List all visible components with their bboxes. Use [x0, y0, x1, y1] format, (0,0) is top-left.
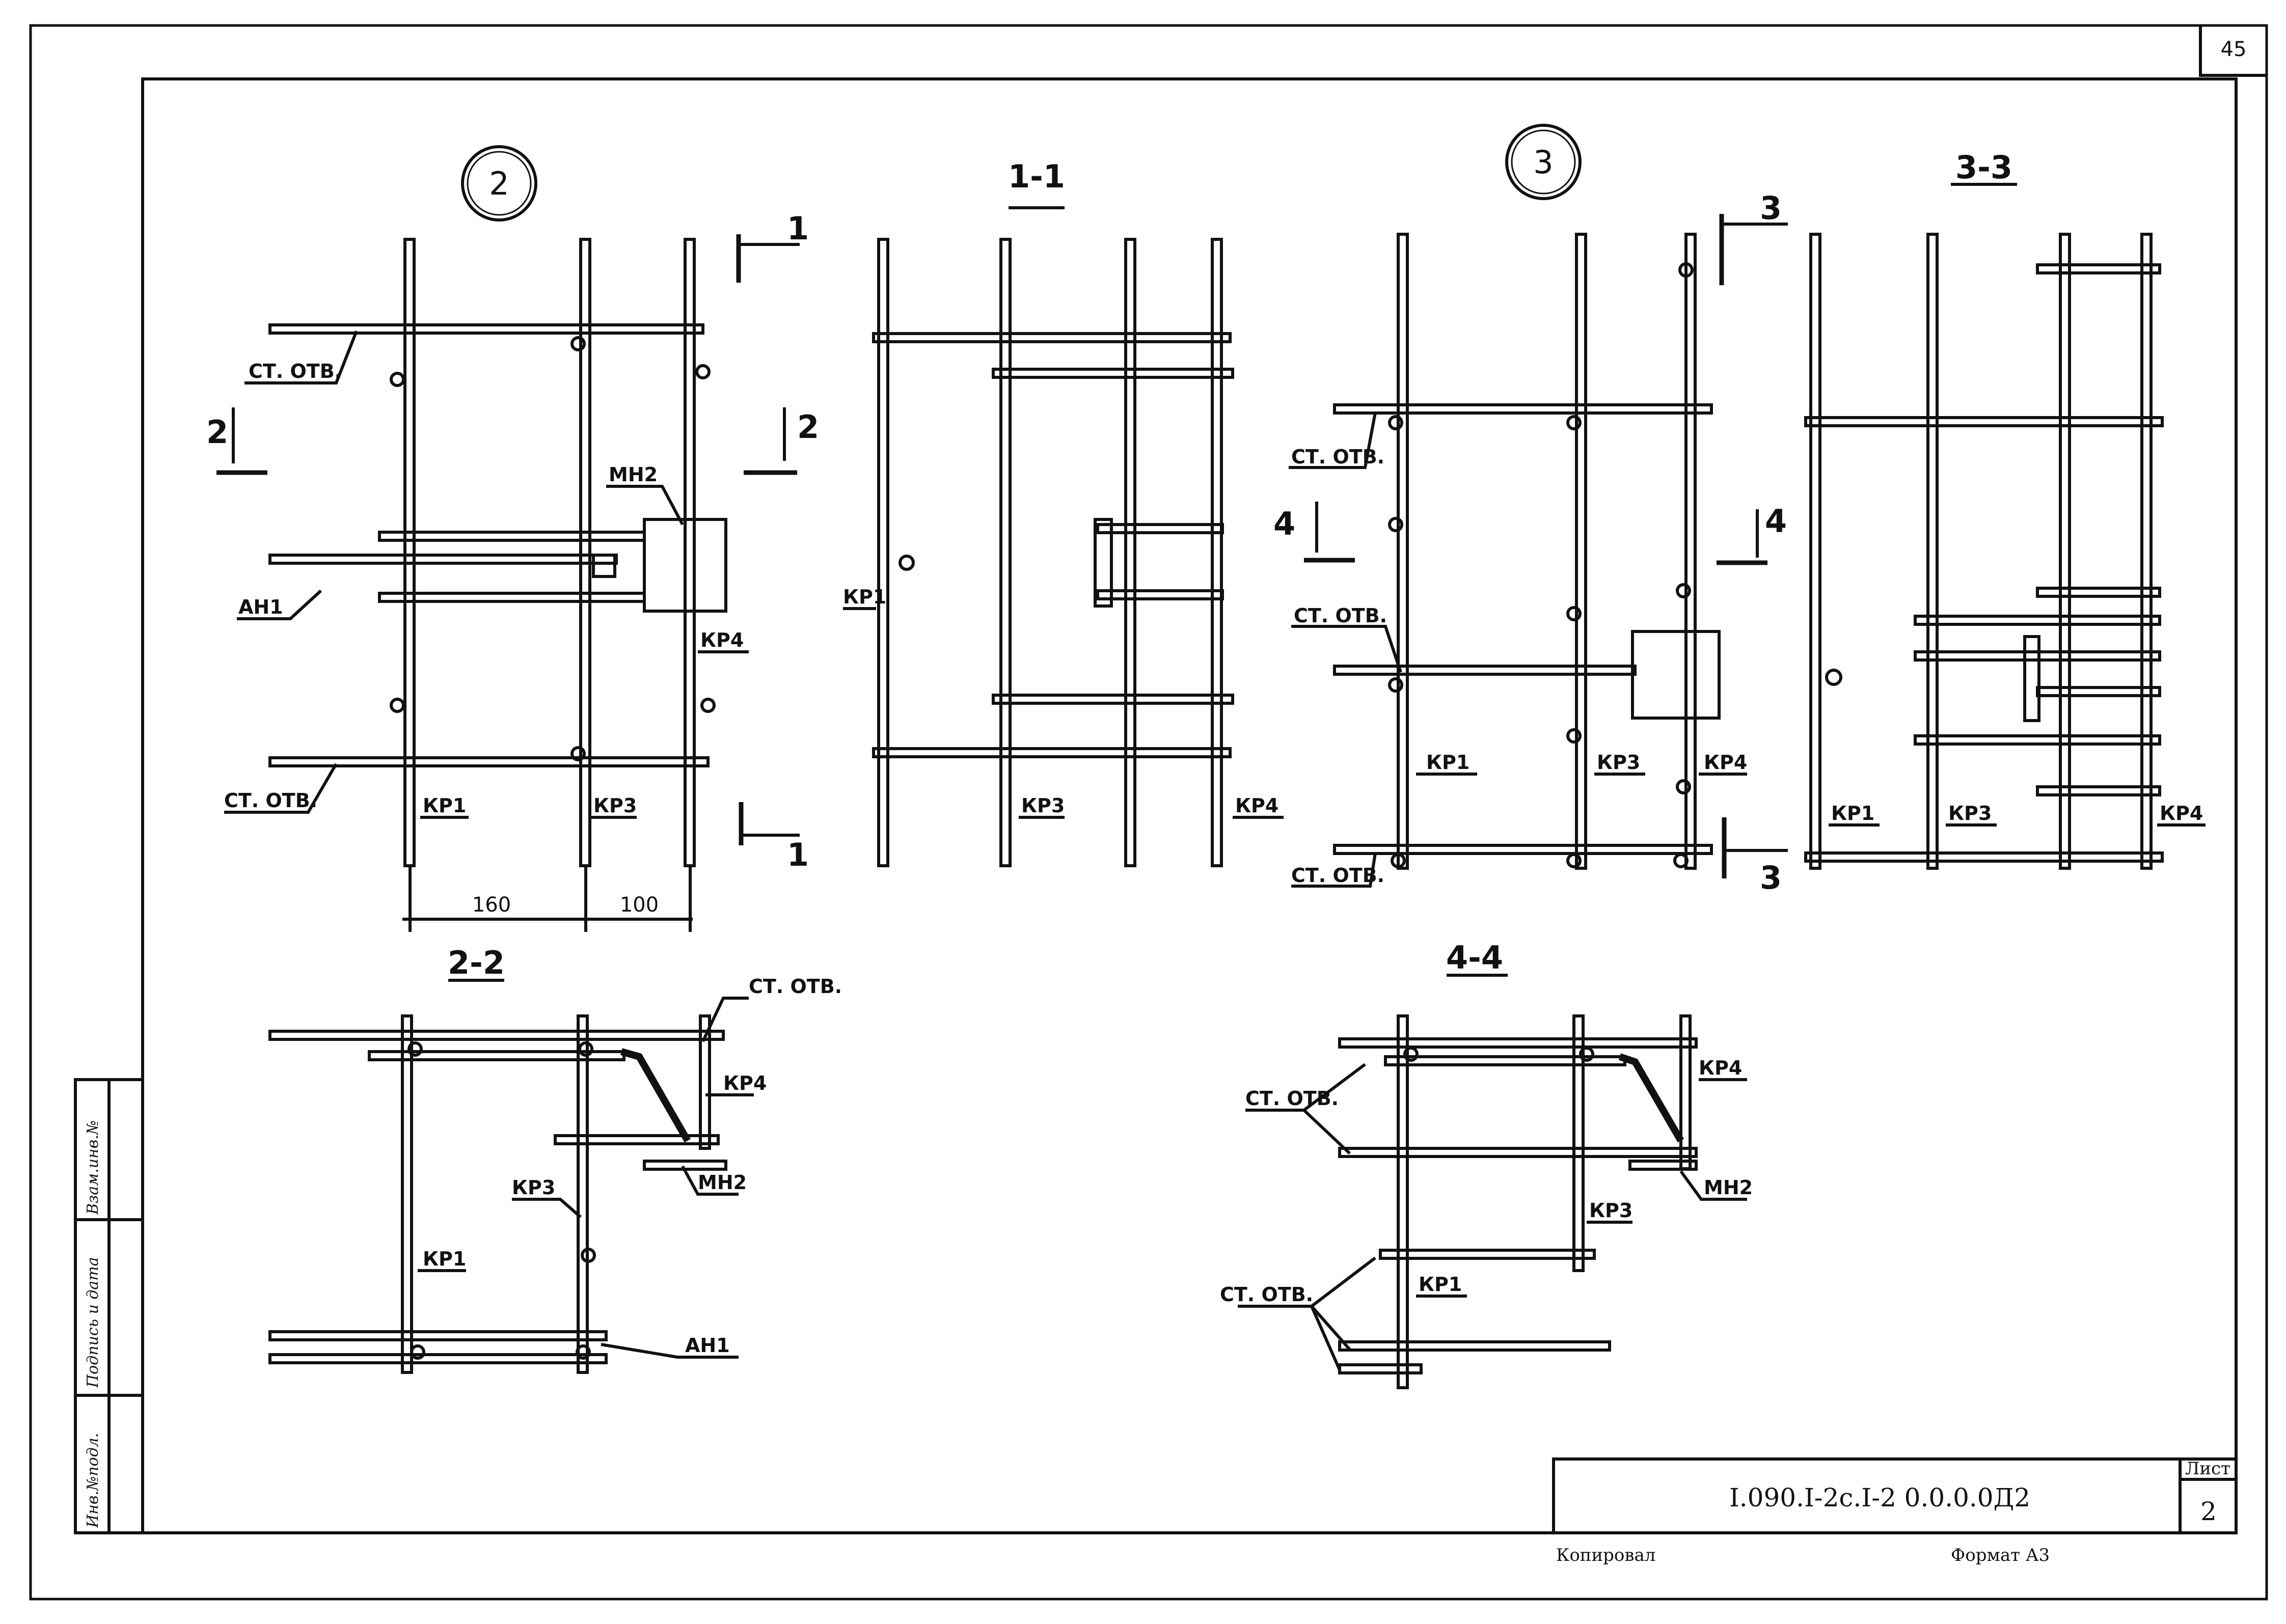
label-kr4-s22: КР4: [723, 1072, 767, 1094]
section-mark-3-top: 3: [1760, 189, 1782, 227]
mn2-plate: [643, 518, 727, 613]
label-mn2-s22: МН2: [698, 1171, 747, 1194]
label-kr1-s11: КР1: [843, 586, 886, 608]
label-kr1-s22: КР1: [423, 1248, 466, 1270]
node-3-plan: [1289, 124, 1788, 888]
format-label: Формат А3: [1951, 1545, 2050, 1565]
label-kr1-s44: КР1: [1419, 1273, 1462, 1296]
label-st-otv-6: СТ. ОТВ.: [749, 975, 842, 998]
page-number-top: 45: [2221, 38, 2247, 61]
label-kr3-s11: КР3: [1021, 794, 1065, 817]
label-kr3-s22: КР3: [512, 1176, 555, 1199]
section-mark-1-top: 1: [787, 210, 809, 247]
section-mark-2-left: 2: [206, 414, 228, 451]
side-stamp-signature: Подпись и дата: [84, 1257, 102, 1388]
label-mn2: МН2: [609, 463, 658, 486]
label-kr4-s44: КР4: [1699, 1057, 1742, 1079]
section-1-1: [843, 206, 1284, 867]
node-mark-3-text: 3: [1533, 144, 1553, 181]
label-mn2-s44: МН2: [1704, 1176, 1753, 1199]
title-block: [1552, 1457, 2238, 1534]
section-3-3: [1804, 183, 2206, 870]
node-mark-2-text: 2: [489, 165, 509, 202]
label-kr4-s33: КР4: [2160, 802, 2203, 824]
section-title-3-3: 3-3: [1955, 149, 2012, 186]
label-st-otv-5: СТ. ОТВ.: [1291, 864, 1384, 887]
label-st-otv-8: СТ. ОТВ.: [1220, 1283, 1313, 1306]
side-stamp-inventory: Инв.№подл.: [84, 1433, 102, 1528]
section-title-2-2: 2-2: [448, 944, 505, 981]
label-st-otv-7: СТ. ОТВ.: [1245, 1087, 1339, 1110]
label-kr1-s33: КР1: [1831, 802, 1874, 824]
outer-frame: [29, 24, 2268, 1601]
page-number-box: [2199, 25, 2267, 77]
label-an1-s22: АН1: [685, 1334, 730, 1357]
label-kr4-n3: КР4: [1704, 751, 1747, 774]
node-2-plan: [216, 145, 800, 932]
section-title-4-4: 4-4: [1446, 939, 1503, 976]
dim-160: 160: [472, 893, 511, 917]
document-code: I.090.I-2c.I-2 0.0.0.0Д2: [1729, 1483, 2030, 1512]
node-mark-2: [461, 145, 537, 222]
copied-by: Копировал: [1556, 1545, 1655, 1565]
label-st-otv-4: СТ. ОТВ.: [1294, 604, 1387, 627]
label-st-otv-3: СТ. ОТВ.: [1291, 446, 1384, 468]
section-mark-4-right: 4: [1765, 503, 1787, 540]
side-stamp-replace: Взам.инв.№: [84, 1120, 102, 1215]
label-kr4-s11: КР4: [1235, 794, 1278, 817]
label-st-otv-2: СТ. ОТВ.: [224, 789, 317, 812]
label-kr3-n3: КР3: [1597, 751, 1640, 774]
label-kr4: КР4: [700, 629, 744, 651]
label-kr1: КР1: [423, 794, 466, 817]
node-mark-3: [1505, 124, 1582, 200]
label-st-otv-1: СТ. ОТВ.: [249, 360, 342, 382]
label-an1: АН1: [238, 596, 283, 618]
section-2-2: [268, 979, 754, 1374]
inner-frame: [141, 77, 2238, 1534]
sheet-label: Лист: [2185, 1458, 2230, 1479]
section-mark-4-left: 4: [1273, 505, 1295, 542]
label-kr3-s44: КР3: [1589, 1199, 1632, 1222]
section-mark-3-bottom: 3: [1760, 859, 1782, 896]
label-kr3: КР3: [593, 794, 637, 817]
section-4-4: [1238, 974, 1747, 1389]
section-mark-1-bottom: 1: [787, 836, 809, 873]
section-title-1-1: 1-1: [1008, 158, 1065, 195]
label-kr1-n3: КР1: [1426, 751, 1469, 774]
section-mark-2-right: 2: [797, 408, 819, 446]
dim-100: 100: [620, 893, 659, 917]
label-kr3-s33: КР3: [1948, 802, 1992, 824]
sheet-number: 2: [2200, 1497, 2217, 1526]
